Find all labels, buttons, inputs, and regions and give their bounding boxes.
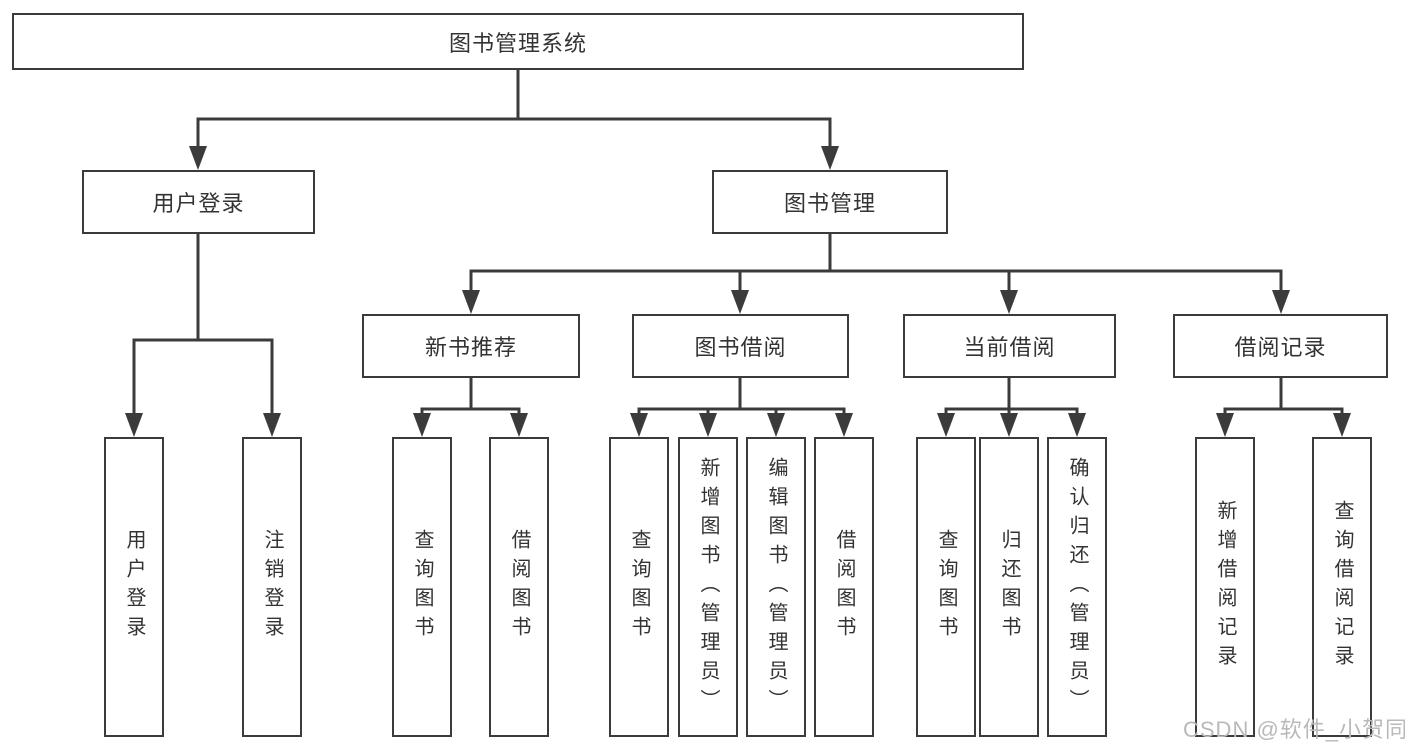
arrowhead-down-icon: [510, 413, 528, 437]
arrowhead-down-icon: [1216, 413, 1234, 437]
connector-new-book-recommendation-to-leaves: [413, 376, 528, 437]
arrowhead-down-icon: [189, 146, 207, 170]
leaf-user-login: 用户登录: [104, 437, 164, 737]
arrowhead-down-icon: [767, 413, 785, 437]
leaf-borrow-books-borrow: 借阅图书: [814, 437, 874, 737]
arrowhead-down-icon: [1000, 290, 1018, 314]
node-new-book-recommendation-label: 新书推荐: [424, 335, 517, 360]
leaf-edit-book-admin-label: 编辑图书（管理员）: [765, 456, 787, 718]
node-root-label: 图书管理系统: [448, 30, 587, 56]
connector-borrowing-records-to-leaves: [1216, 376, 1351, 437]
arrowhead-down-icon: [1000, 413, 1018, 437]
leaf-query-books-borrow-label: 查询图书: [628, 529, 650, 645]
node-book-borrowing-label: 图书借阅: [694, 335, 787, 360]
connector-line: [944, 376, 1079, 417]
connector-line: [132, 232, 274, 417]
arrowhead-down-icon: [731, 290, 749, 314]
connector-line: [196, 68, 832, 150]
arrowhead-down-icon: [699, 413, 717, 437]
leaf-borrow-books-recommend: 借阅图书: [489, 437, 549, 737]
leaf-add-borrow-record-label: 新增借阅记录: [1214, 500, 1236, 674]
connector-book-borrowing-to-leaves: [630, 376, 853, 437]
arrowhead-down-icon: [630, 413, 648, 437]
leaf-borrow-books-recommend-label: 借阅图书: [508, 529, 530, 645]
node-borrowing-records: 借阅记录: [1173, 314, 1388, 378]
connector-line: [1223, 376, 1344, 417]
leaf-edit-book-admin: 编辑图书（管理员）: [746, 437, 806, 737]
leaf-return-books: 归还图书: [979, 437, 1039, 737]
leaf-confirm-return-admin: 确认归还（管理员）: [1047, 437, 1107, 737]
leaf-query-borrow-record: 查询借阅记录: [1312, 437, 1372, 737]
node-book-borrowing: 图书借阅: [632, 314, 849, 378]
leaf-add-borrow-record: 新增借阅记录: [1195, 437, 1255, 737]
node-user-login: 用户登录: [82, 170, 315, 234]
watermark: CSDN @软件_小贺同学: [1183, 717, 1405, 742]
arrowhead-down-icon: [937, 413, 955, 437]
connector-book-management-to-level3: [462, 232, 1290, 314]
node-book-management-label: 图书管理: [783, 191, 876, 216]
leaf-logout-label: 注销登录: [261, 529, 283, 645]
arrowhead-down-icon: [1272, 290, 1290, 314]
connector-line: [637, 376, 846, 417]
node-book-management: 图书管理: [712, 170, 948, 234]
arrowhead-down-icon: [413, 413, 431, 437]
arrowhead-down-icon: [1333, 413, 1351, 437]
arrowhead-down-icon: [821, 146, 839, 170]
connector-line: [469, 232, 1283, 294]
node-borrowing-records-label: 借阅记录: [1234, 335, 1327, 360]
leaf-query-books-borrow: 查询图书: [609, 437, 669, 737]
arrowhead-down-icon: [263, 413, 281, 437]
connector-current-borrowing-to-leaves: [937, 376, 1086, 437]
arrowhead-down-icon: [835, 413, 853, 437]
leaf-query-books-recommend-label: 查询图书: [411, 529, 433, 645]
leaf-query-books-current: 查询图书: [916, 437, 976, 737]
connector-user-login-to-leaves: [125, 232, 281, 437]
connector-root-to-level2: [189, 68, 839, 170]
leaf-user-login-label: 用户登录: [123, 529, 145, 645]
leaf-add-book-admin-label: 新增图书（管理员）: [697, 456, 719, 718]
node-current-borrowing-label: 当前借阅: [963, 335, 1056, 360]
leaf-add-book-admin: 新增图书（管理员）: [678, 437, 738, 737]
leaf-query-books-recommend: 查询图书: [392, 437, 452, 737]
arrowhead-down-icon: [125, 413, 143, 437]
leaf-borrow-books-borrow-label: 借阅图书: [833, 529, 855, 645]
node-user-login-label: 用户登录: [152, 191, 245, 216]
node-root: 图书管理系统: [12, 13, 1024, 70]
leaf-confirm-return-admin-label: 确认归还（管理员）: [1066, 456, 1088, 718]
leaf-return-books-label: 归还图书: [998, 529, 1020, 645]
node-current-borrowing: 当前借阅: [903, 314, 1116, 378]
leaf-logout: 注销登录: [242, 437, 302, 737]
leaf-query-books-current-label: 查询图书: [935, 529, 957, 645]
connector-line: [420, 376, 521, 417]
node-new-book-recommendation: 新书推荐: [362, 314, 580, 378]
arrowhead-down-icon: [462, 290, 480, 314]
leaf-query-borrow-record-label: 查询借阅记录: [1331, 500, 1353, 674]
arrowhead-down-icon: [1068, 413, 1086, 437]
